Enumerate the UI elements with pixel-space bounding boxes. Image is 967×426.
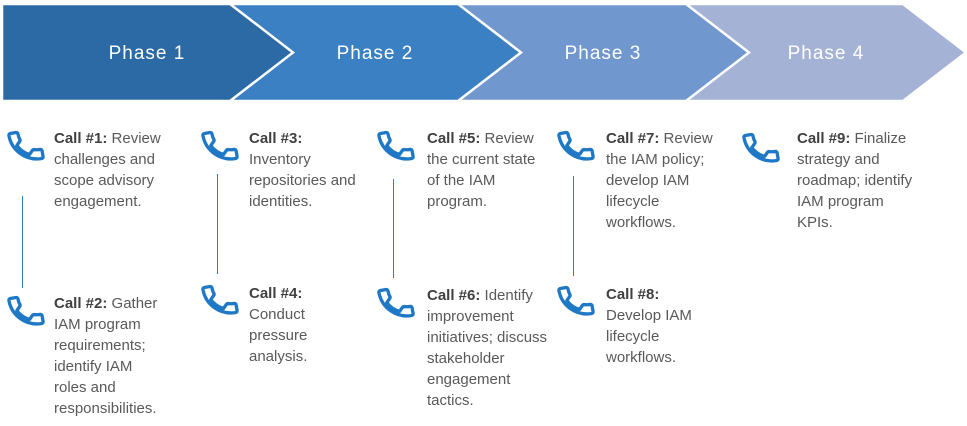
phone-icon bbox=[197, 277, 243, 323]
phase-1-label: Phase 1 bbox=[109, 43, 186, 64]
call-7-item: Call #7: Review the IAM policy; develop … bbox=[606, 128, 714, 233]
call-6-label: Call #6: bbox=[427, 287, 481, 304]
phone-icon bbox=[553, 278, 599, 324]
phone-icon bbox=[738, 125, 784, 171]
call-5-item: Call #5: Review the current state of the… bbox=[427, 128, 551, 212]
call-8-text: Develop IAM lifecycle workflows. bbox=[606, 307, 692, 366]
call-4-label: Call #4: bbox=[249, 285, 303, 302]
call-2-label: Call #2: bbox=[54, 295, 108, 312]
call-7-label: Call #7: bbox=[606, 130, 660, 147]
phone-icon bbox=[197, 123, 243, 169]
phase-banner: Phase 1 Phase 2 Phase 3 Phase 4 bbox=[0, 2, 967, 103]
call-1-item: Call #1: Review challenges and scope adv… bbox=[54, 128, 166, 212]
call-1-text: Review challenges and scope advisory eng… bbox=[54, 130, 161, 210]
call-3-label: Call #3: bbox=[249, 130, 303, 147]
phase-2-label: Phase 2 bbox=[337, 43, 414, 64]
call-8-item: Call #8: Develop IAM lifecycle workflows… bbox=[606, 284, 714, 368]
call-2-text: Gather IAM program requirements; identif… bbox=[54, 295, 158, 417]
connector-line bbox=[393, 179, 394, 278]
call-9-text: Finalize strategy and roadmap; identify … bbox=[797, 130, 913, 231]
call-5-label: Call #5: bbox=[427, 130, 481, 147]
phase-1-arrow bbox=[0, 2, 296, 103]
phone-icon bbox=[3, 288, 49, 334]
phone-icon bbox=[553, 123, 599, 169]
phase-4-label: Phase 4 bbox=[788, 43, 865, 64]
phone-icon bbox=[373, 123, 419, 169]
call-9-item: Call #9: Finalize strategy and roadmap; … bbox=[797, 128, 917, 233]
phone-icon bbox=[3, 123, 49, 169]
call-4-item: Call #4: Conduct pressure analysis. bbox=[249, 283, 357, 367]
call-4-text: Conduct pressure analysis. bbox=[249, 306, 308, 365]
call-2-item: Call #2: Gather IAM program requirements… bbox=[54, 293, 166, 419]
connector-line bbox=[217, 174, 218, 274]
connector-line bbox=[573, 176, 574, 276]
call-9-label: Call #9: bbox=[797, 130, 851, 147]
call-3-text: Inventory repositories and identities. bbox=[249, 151, 356, 210]
call-6-text: Identify improvement initiatives; discus… bbox=[427, 287, 548, 409]
call-5-text: Review the current state of the IAM prog… bbox=[427, 130, 536, 210]
connector-line bbox=[22, 196, 23, 288]
call-6-item: Call #6: Identify improvement initiative… bbox=[427, 285, 551, 411]
call-7-text: Review the IAM policy; develop IAM lifec… bbox=[606, 130, 713, 231]
call-3-item: Call #3: Inventory repositories and iden… bbox=[249, 128, 357, 212]
phone-icon bbox=[373, 280, 419, 326]
call-8-label: Call #8: bbox=[606, 286, 660, 303]
phase-3-label: Phase 3 bbox=[565, 43, 642, 64]
call-1-label: Call #1: bbox=[54, 130, 108, 147]
